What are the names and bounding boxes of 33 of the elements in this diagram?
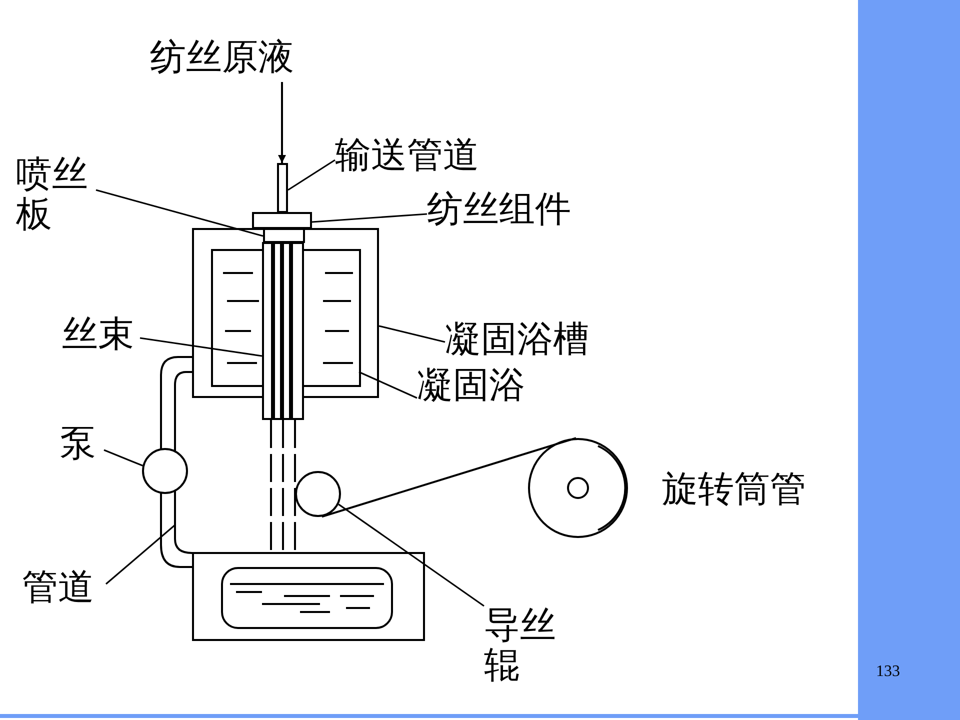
part-label: 输送管道 [335,136,495,180]
filament-line [270,420,272,552]
spin-pack [252,212,312,229]
part-label: 凝固浴槽 [445,320,605,364]
leader-line [312,213,428,223]
leader-line [288,159,336,191]
page-number: 133 [876,662,900,682]
feed-arrow [278,82,286,163]
leader-line [140,337,262,357]
filament-bundle [262,242,304,420]
filament-line [282,420,284,552]
part-label: 旋转筒管 [662,470,806,510]
reservoir-tank [192,552,425,641]
spinneret [263,228,305,243]
part-label: 纺丝原液 [150,38,320,82]
leader-line [338,504,484,607]
leader-line [96,189,264,237]
leader-line [378,325,446,343]
pump [142,448,188,494]
part-label: 丝束 [62,315,142,359]
leader-line [358,371,418,399]
part-label: 凝固浴 [417,366,539,410]
leader-line [104,449,143,466]
leader-line [105,524,176,585]
part-label: 泵 [60,424,104,468]
thread-line [322,437,576,518]
part-label: 管道 [22,568,106,612]
part-label: 导丝辊 [484,606,564,690]
guide-roller [295,471,341,517]
part-label: 纺丝组件 [427,190,587,234]
part-label: 喷丝板 [16,155,96,239]
filament-line [294,420,296,552]
feed-pipe [277,163,288,213]
